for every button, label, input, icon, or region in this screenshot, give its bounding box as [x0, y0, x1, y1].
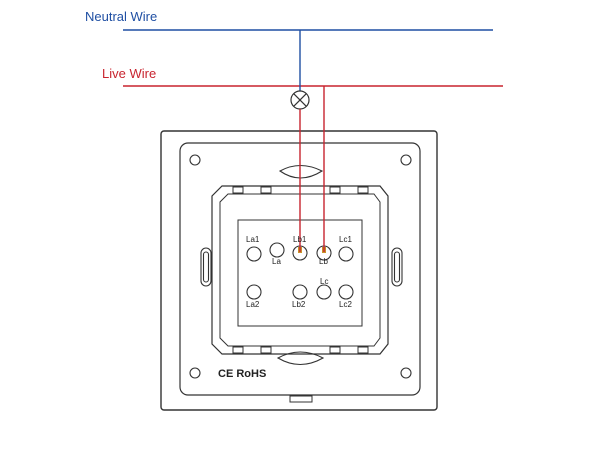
terminal-lc — [316, 284, 332, 300]
lamp-icon — [290, 90, 310, 110]
bottom-slot — [276, 351, 325, 366]
terminal-lc2 — [338, 284, 354, 300]
terminal-lb2 — [292, 284, 308, 300]
mechanism-tabs — [232, 186, 369, 354]
terminal-la2 — [246, 284, 262, 300]
mounting-holes — [189, 154, 412, 379]
terminal-la1 — [246, 246, 262, 262]
label-lb2: Lb2 — [292, 300, 306, 309]
label-la2: La2 — [246, 300, 260, 309]
label-lc2: Lc2 — [339, 300, 352, 309]
terminal-lc1 — [338, 246, 354, 262]
mechanism-outline — [211, 185, 389, 355]
label-lb1: Lb1 — [293, 235, 307, 244]
certification-mark: CE RoHS — [218, 368, 266, 380]
label-la: La — [272, 257, 281, 266]
terminal-la — [269, 242, 285, 258]
mechanism-inner — [219, 193, 381, 347]
bottom-tab — [289, 395, 313, 403]
label-lc: Lc — [320, 277, 328, 286]
top-slot — [278, 164, 324, 179]
outer-frame — [160, 130, 438, 411]
neutral-wire-label: Neutral Wire — [85, 9, 157, 24]
live-wire-label: Live Wire — [102, 66, 156, 81]
label-la1: La1 — [246, 235, 260, 244]
side-slots — [200, 247, 403, 287]
label-lb: Lb — [319, 257, 328, 266]
label-lc1: Lc1 — [339, 235, 352, 244]
